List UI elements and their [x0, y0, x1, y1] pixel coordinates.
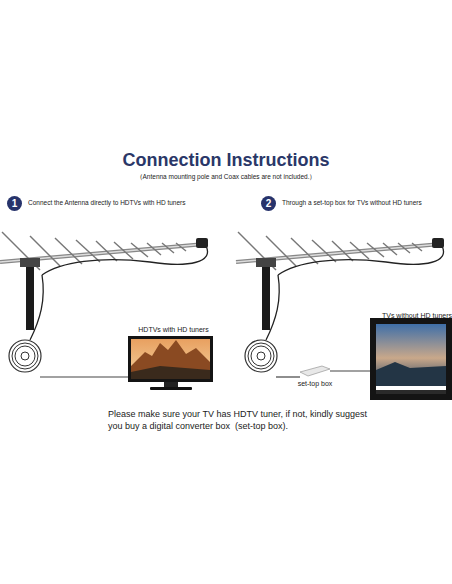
coax-cable — [330, 371, 370, 372]
step-circle: 1 — [7, 196, 22, 211]
tv-box: TVs without HD tuners — [370, 318, 452, 400]
device-label: HDTVs with HD tuners — [71, 326, 276, 333]
hdtv-box: HDTVs with HD tuners — [128, 336, 213, 382]
step-circle: 2 — [261, 196, 276, 211]
step-text: Connect the Antenna directly to HDTVs wi… — [28, 199, 258, 207]
device-label: TVs without HD tuners — [316, 312, 452, 319]
set-top-box: set-top box — [300, 366, 330, 376]
device-label: set-top box — [240, 380, 390, 387]
step-number: 1 — [7, 196, 22, 211]
step-text: Through a set-top box for TVs without HD… — [282, 199, 452, 207]
note-text: （Antenna mounting pole and Coax cables a… — [0, 173, 452, 181]
note-text: Please make sure your TV has HDTV tuner,… — [108, 409, 378, 432]
diagram-title: Connection Instructions — [0, 150, 452, 171]
step-number: 2 — [261, 196, 276, 211]
